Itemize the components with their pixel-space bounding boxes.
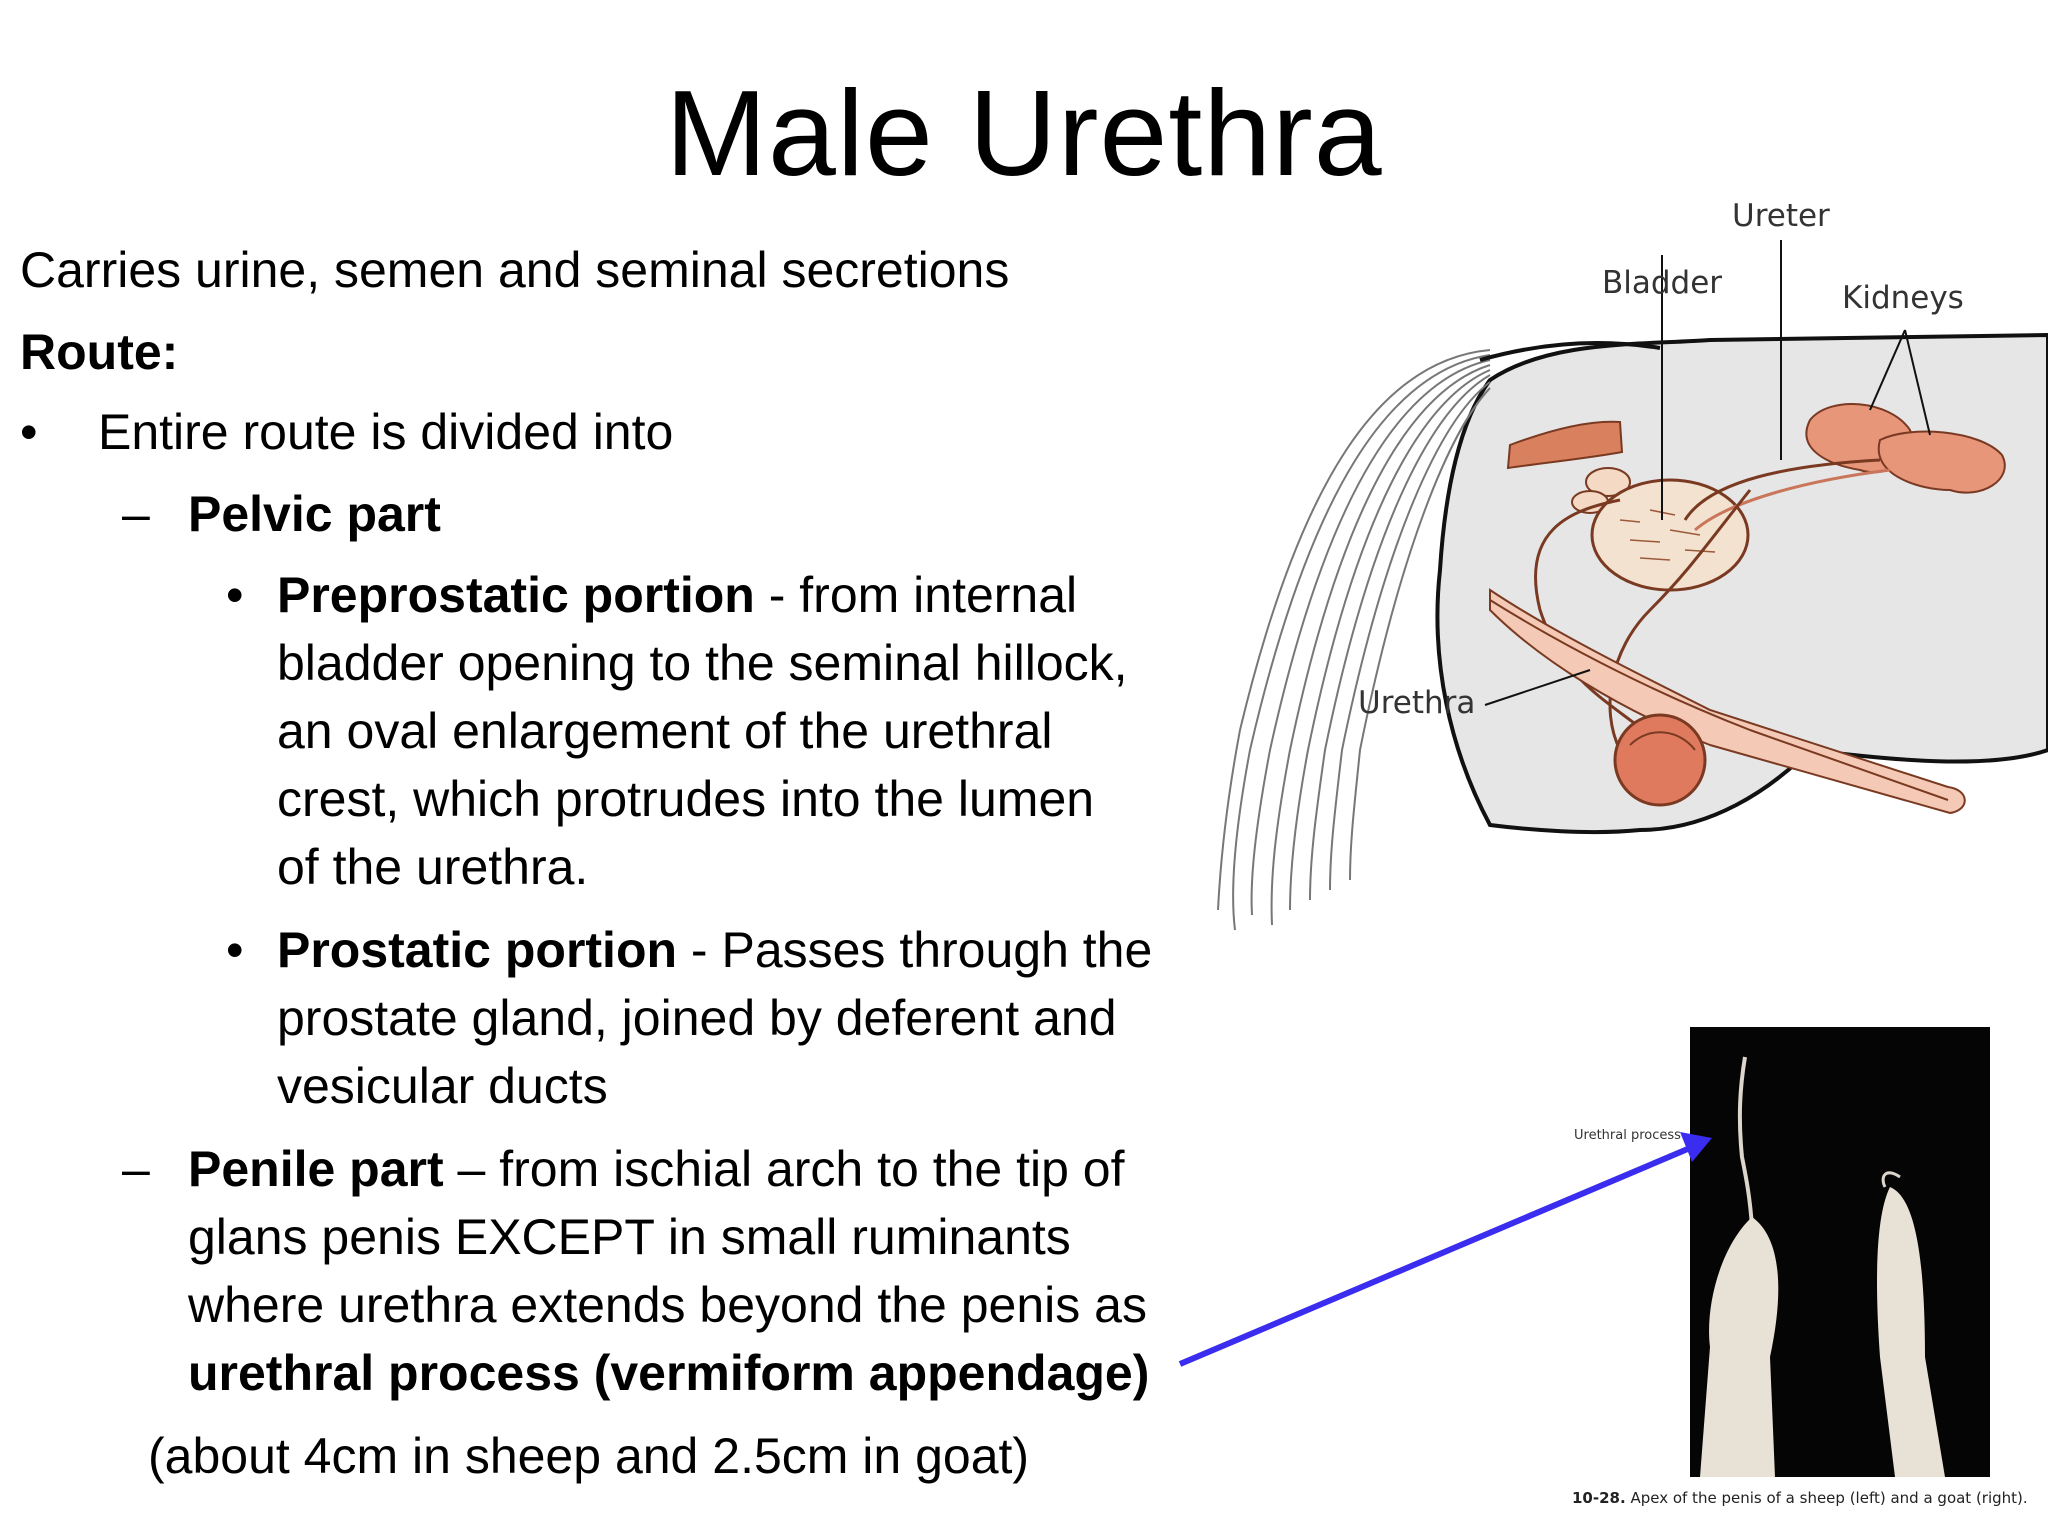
vesicular-gland <box>1585 467 1631 497</box>
preprostatic-heading: Preprostatic portion <box>277 567 755 623</box>
ureter-duct <box>1694 468 1891 532</box>
label-urethra: Urethra <box>1358 685 1476 721</box>
sub-bullet-dot: • <box>226 567 244 623</box>
figure-caption: 10-28. Apex of the penis of a sheep (lef… <box>1572 1489 2028 1507</box>
penile-line: – from ischial arch to the tip of <box>443 1141 1125 1197</box>
prostatic-line: - Passes through the <box>677 922 1153 978</box>
tail-hair <box>1217 349 1491 931</box>
anatomy-diagram: Ureter Bladder Kidneys Urethra <box>1190 190 2048 950</box>
caption-number: 10-28. <box>1572 1489 1626 1507</box>
urethra-line <box>1489 599 1949 801</box>
pelvic-heading: Pelvic part <box>188 486 441 542</box>
penis-photo-figure: Urethral process 10-28. Apex of the peni… <box>1560 1022 2028 1532</box>
caption-text: Apex of the penis of a sheep (left) and … <box>1625 1489 2028 1507</box>
penis-photo <box>1690 1027 1990 1477</box>
sheep-penis-shape <box>1700 1217 1779 1477</box>
dash-marker: – <box>122 486 150 542</box>
pointer-arrow <box>1178 1145 1692 1367</box>
pointer-arrow-head <box>1680 1132 1712 1162</box>
anatomy-illustration <box>1217 240 2048 931</box>
rectum-shape <box>1506 420 1624 470</box>
prostatic-line: prostate gland, joined by deferent and <box>277 990 1117 1046</box>
preprostatic-line: crest, which protrudes into the lumen <box>277 771 1095 827</box>
urethral-process-term: urethral process (vermiform appendage) <box>188 1345 1150 1401</box>
penile-line: glans penis EXCEPT in small ruminants <box>188 1209 1071 1265</box>
slide-title: Male Urethra <box>665 65 1383 201</box>
penile-paragraph: Penile part – from ischial arch to the t… <box>188 1135 1149 1407</box>
preprostatic-line: an oval enlargement of the urethral <box>277 703 1053 759</box>
bladder-texture <box>1619 509 1716 561</box>
penis-photo-art <box>1700 1056 1945 1477</box>
sub-bullet-dot: • <box>226 922 244 978</box>
tail-base-line <box>1479 341 1661 362</box>
preprostatic-line: of the urethra. <box>277 839 589 895</box>
route-label: Route: <box>20 324 179 380</box>
prostatic-line: vesicular ducts <box>277 1058 608 1114</box>
leader-lines <box>1484 240 1931 706</box>
goat-process-shape <box>1881 1171 1901 1188</box>
label-kidneys: Kidneys <box>1842 280 1964 316</box>
penile-heading: Penile part <box>188 1141 444 1197</box>
preprostatic-line: bladder opening to the seminal hillock, <box>277 635 1128 691</box>
goat-penis-shape <box>1877 1187 1945 1477</box>
label-bladder: Bladder <box>1602 265 1723 301</box>
intro-text: Carries urine, semen and seminal secreti… <box>20 242 1010 298</box>
label-ureter: Ureter <box>1732 198 1830 234</box>
bullet-dot: • <box>20 404 38 460</box>
preprostatic-line: - from internal <box>754 567 1078 623</box>
penis-shaft <box>1489 588 1966 815</box>
preprostatic-paragraph: Preprostatic portion - from internal bla… <box>277 561 1128 901</box>
size-note: (about 4cm in sheep and 2.5cm in goat) <box>148 1428 1030 1484</box>
prostatic-paragraph: Prostatic portion - Passes through the p… <box>277 916 1152 1120</box>
ureter-duct <box>1683 458 1881 521</box>
urethral-process-shape <box>1737 1056 1754 1228</box>
urethral-process-label: Urethral process <box>1574 1128 1681 1143</box>
bullet-divided: Entire route is divided into <box>98 404 674 460</box>
kidney-right <box>1877 430 2006 494</box>
epididymis <box>1629 731 1696 751</box>
dash-marker: – <box>122 1141 150 1197</box>
prostatic-heading: Prostatic portion <box>277 922 678 978</box>
penile-line: where urethra extends beyond the penis a… <box>188 1277 1147 1333</box>
